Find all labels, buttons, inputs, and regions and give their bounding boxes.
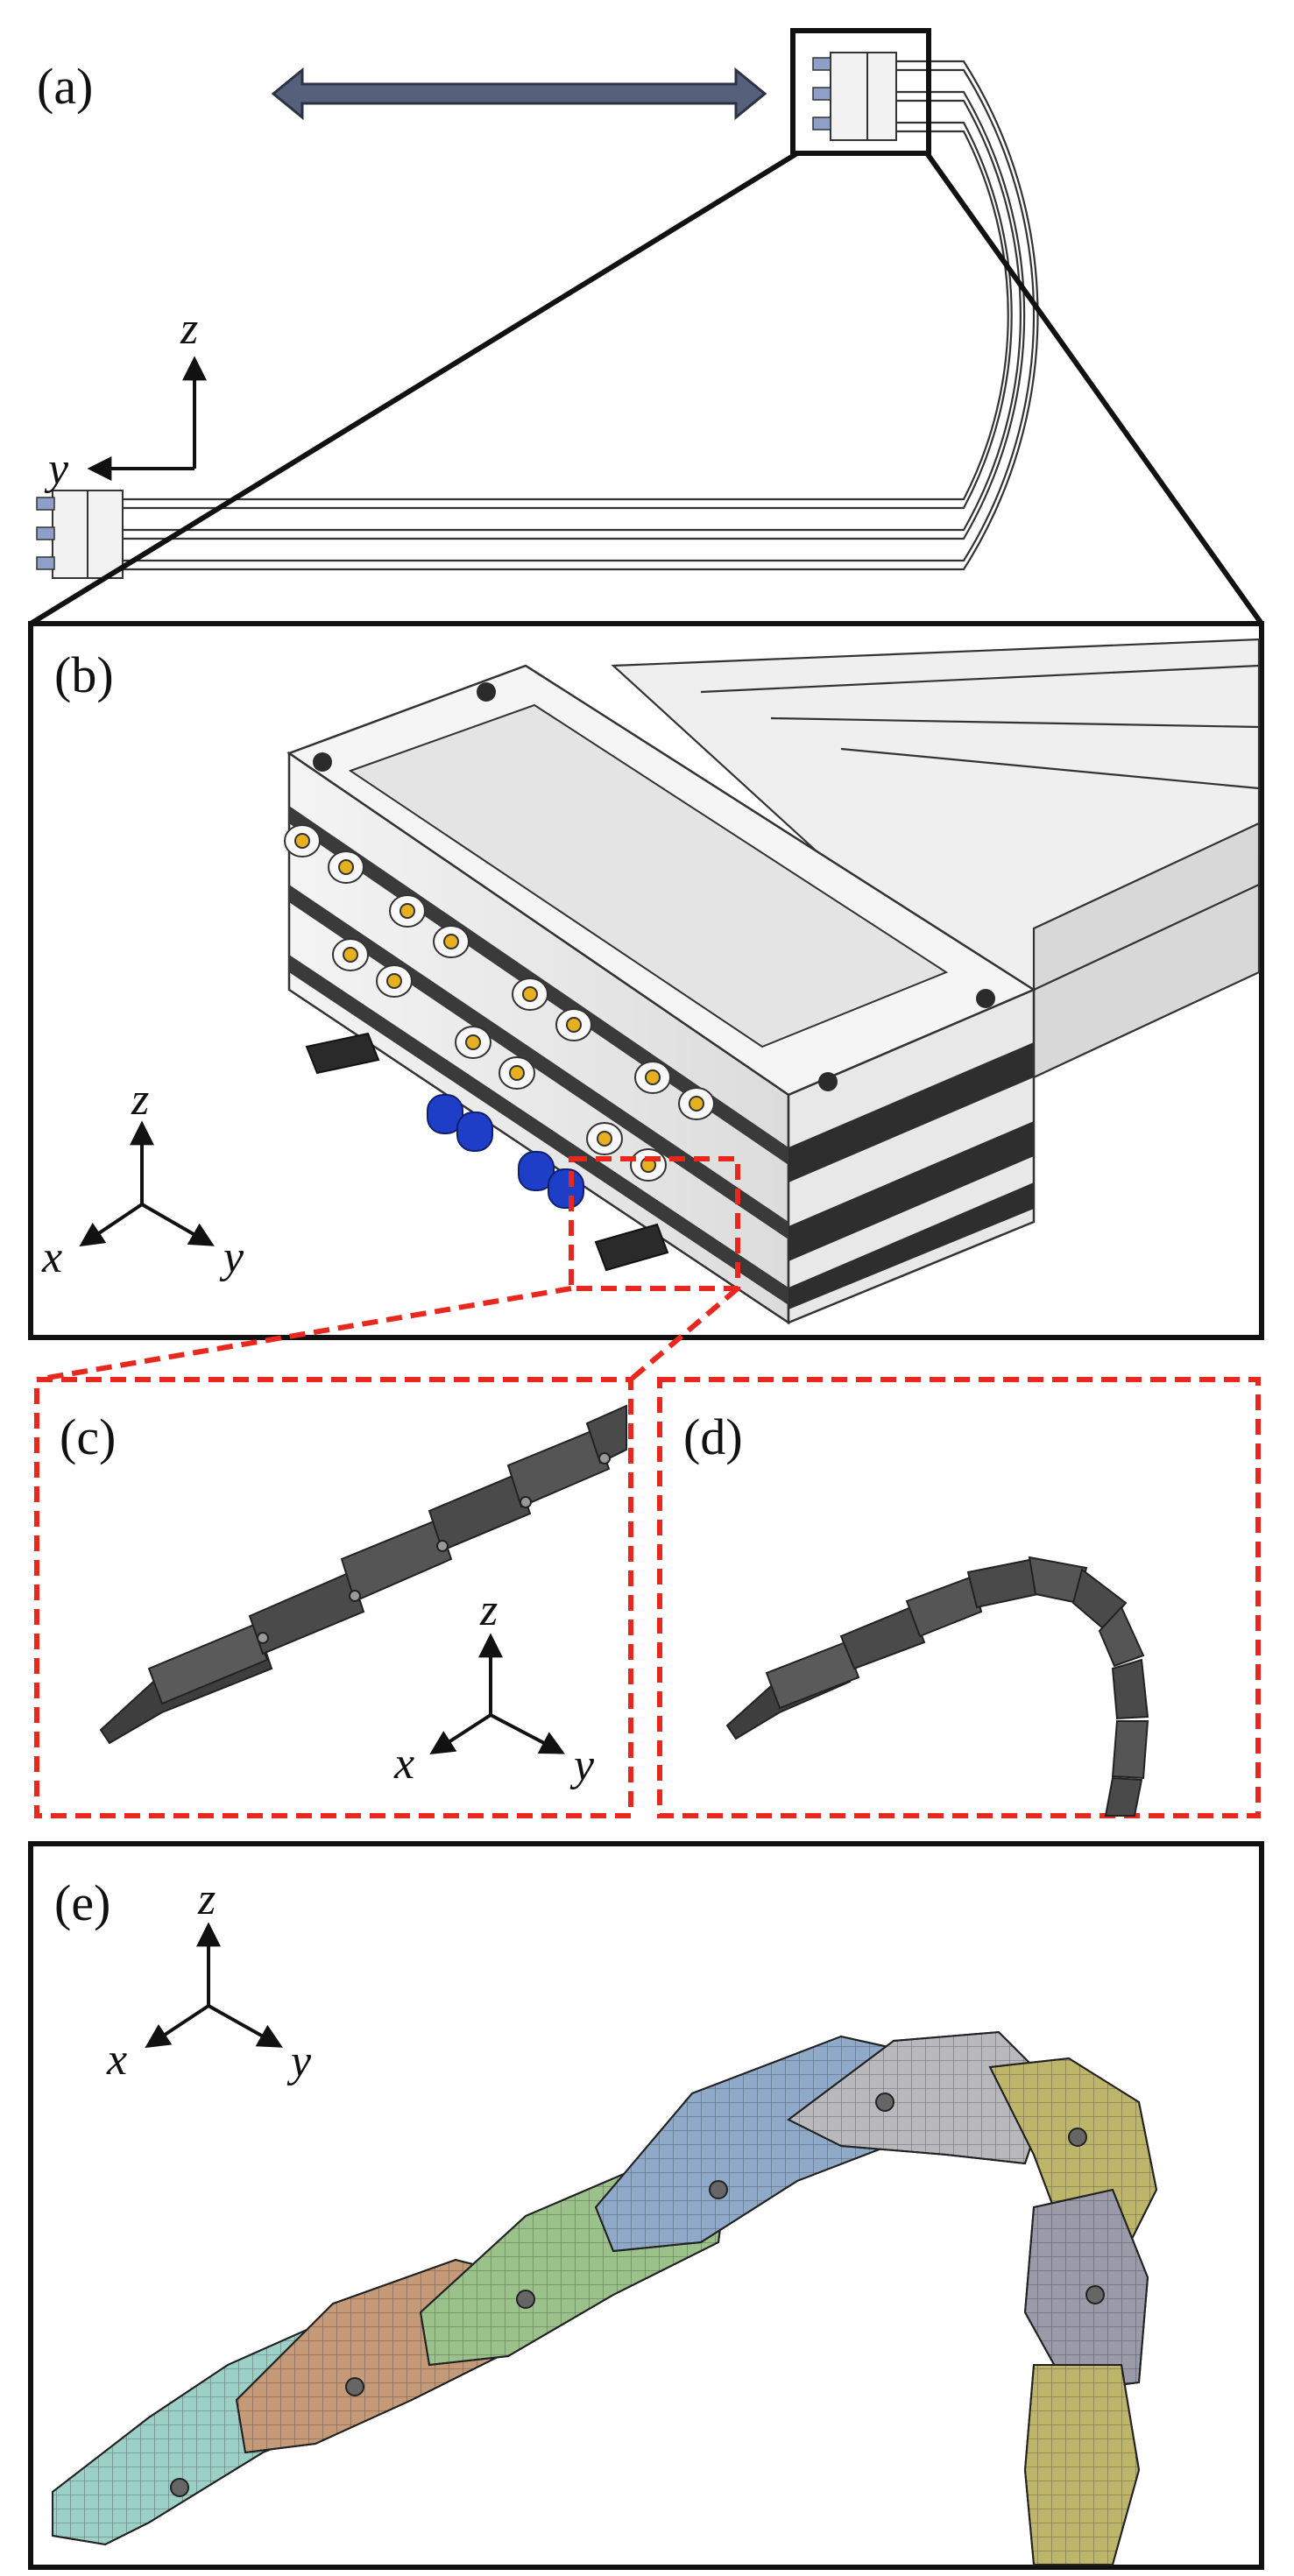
connector-block-top	[812, 52, 897, 141]
panel-label-e: (e)	[54, 1874, 110, 1931]
axis-label-y-e: y	[286, 2036, 312, 2086]
bent-link-chain	[725, 1556, 1149, 1817]
panel-label-c: (c)	[60, 1408, 116, 1465]
axis-label-z-a: z	[180, 304, 198, 354]
axis-triad-a: z y	[44, 304, 207, 494]
panel-e: (e)	[28, 1841, 1264, 2570]
zoom-box-b	[569, 1156, 740, 1291]
axis-triad-c: z x y	[393, 1585, 595, 1790]
panel-label-a: (a)	[37, 58, 93, 115]
axis-label-z-c: z	[479, 1585, 498, 1635]
panel-label-b: (b)	[54, 646, 114, 703]
panel-label-d: (d)	[683, 1408, 743, 1465]
straight-link-chain	[99, 1404, 627, 1745]
axis-label-y-b: y	[219, 1232, 244, 1282]
zoom-box-a	[790, 28, 931, 156]
actuator-tips	[305, 1032, 669, 1272]
panel-b: (b)	[28, 621, 1264, 1340]
panel-d-frame	[657, 1377, 1261, 1818]
zoom-line-c	[36, 1286, 572, 1382]
long-beams	[611, 638, 1261, 1079]
axis-label-x-e: x	[106, 2035, 127, 2085]
axis-label-x-b: x	[41, 1232, 62, 1282]
axis-label-x-c: x	[393, 1739, 414, 1789]
axis-triad-e: z x y	[106, 1874, 312, 2086]
connector-block-bottom	[36, 490, 124, 579]
panel-d: (d)	[657, 1377, 1261, 1818]
axis-label-y-a: y	[44, 444, 69, 494]
panel-c: (c) z x y	[34, 1377, 633, 1818]
motion-double-arrow	[271, 67, 767, 121]
meshed-link-chain	[52, 2030, 1158, 2565]
zoom-line-left	[29, 151, 799, 626]
bent-tube-bundle	[114, 60, 1039, 571]
axis-label-y-c: y	[569, 1740, 595, 1790]
axis-label-z-e: z	[197, 1874, 216, 1924]
blue-connectors	[427, 1094, 584, 1209]
axis-label-z-b: z	[131, 1075, 149, 1125]
zoom-line-right	[924, 152, 1264, 625]
panel-a: (a)	[29, 28, 1264, 626]
axis-triad-b: z x y	[41, 1075, 244, 1282]
